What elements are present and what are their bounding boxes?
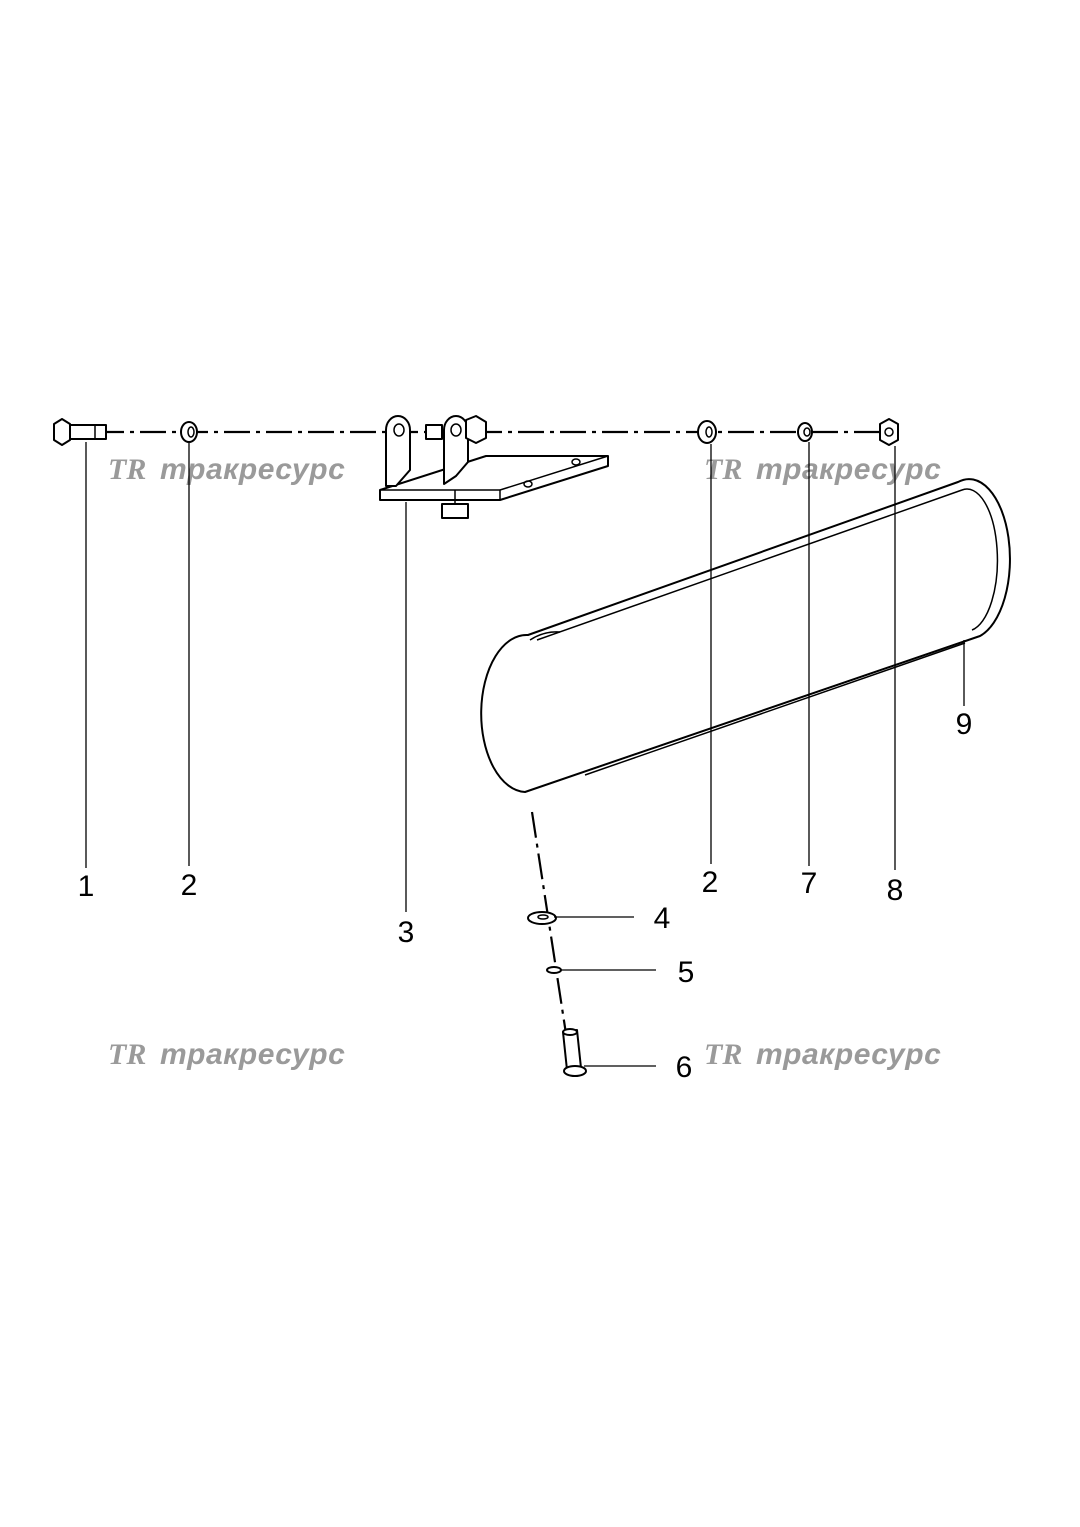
callout-5: 5 [678, 956, 695, 989]
watermark-bottom-right: TR тракресурс [704, 1038, 941, 1071]
leader-lines [85, 442, 965, 1067]
callout-2-right: 2 [702, 866, 719, 899]
callout-labels: 1 2 3 2 7 8 4 5 6 9 [78, 708, 973, 1084]
callout-6: 6 [676, 1051, 693, 1084]
watermark-text: тракресурс [160, 1038, 345, 1071]
bolt-part-1 [53, 418, 107, 446]
washer-part-2-left [180, 421, 198, 443]
tank-part-9 [480, 478, 1011, 793]
watermark-text: тракресурс [756, 453, 941, 486]
washer-part-4 [527, 911, 557, 925]
lock-washer-part-7 [797, 422, 813, 442]
spring-washer-part-5 [546, 966, 562, 974]
watermark-logo: TR [704, 1038, 742, 1071]
watermark-text: тракресурс [160, 453, 345, 486]
vertical-assembly-axis [530, 811, 572, 1061]
watermark-logo: TR [108, 1038, 146, 1071]
watermark-bottom-left: TR тракресурс [108, 1038, 345, 1071]
callout-3: 3 [398, 916, 415, 949]
callout-2-left: 2 [181, 869, 198, 902]
nut-part-8 [879, 418, 899, 446]
watermark-logo: TR [108, 453, 146, 486]
callout-4: 4 [654, 902, 671, 935]
washer-part-2-right [697, 420, 717, 444]
callout-1: 1 [78, 870, 95, 903]
bracket-part-3 [379, 415, 609, 519]
callout-9: 9 [956, 708, 973, 741]
bolt-part-6 [562, 1028, 587, 1077]
watermark-logo: TR [704, 453, 742, 486]
watermark-top-right: TR тракресурс [704, 453, 941, 486]
callout-7: 7 [801, 867, 818, 900]
callout-8: 8 [887, 874, 904, 907]
watermark-text: тракресурс [756, 1038, 941, 1071]
watermark-top-left: TR тракресурс [108, 453, 345, 486]
